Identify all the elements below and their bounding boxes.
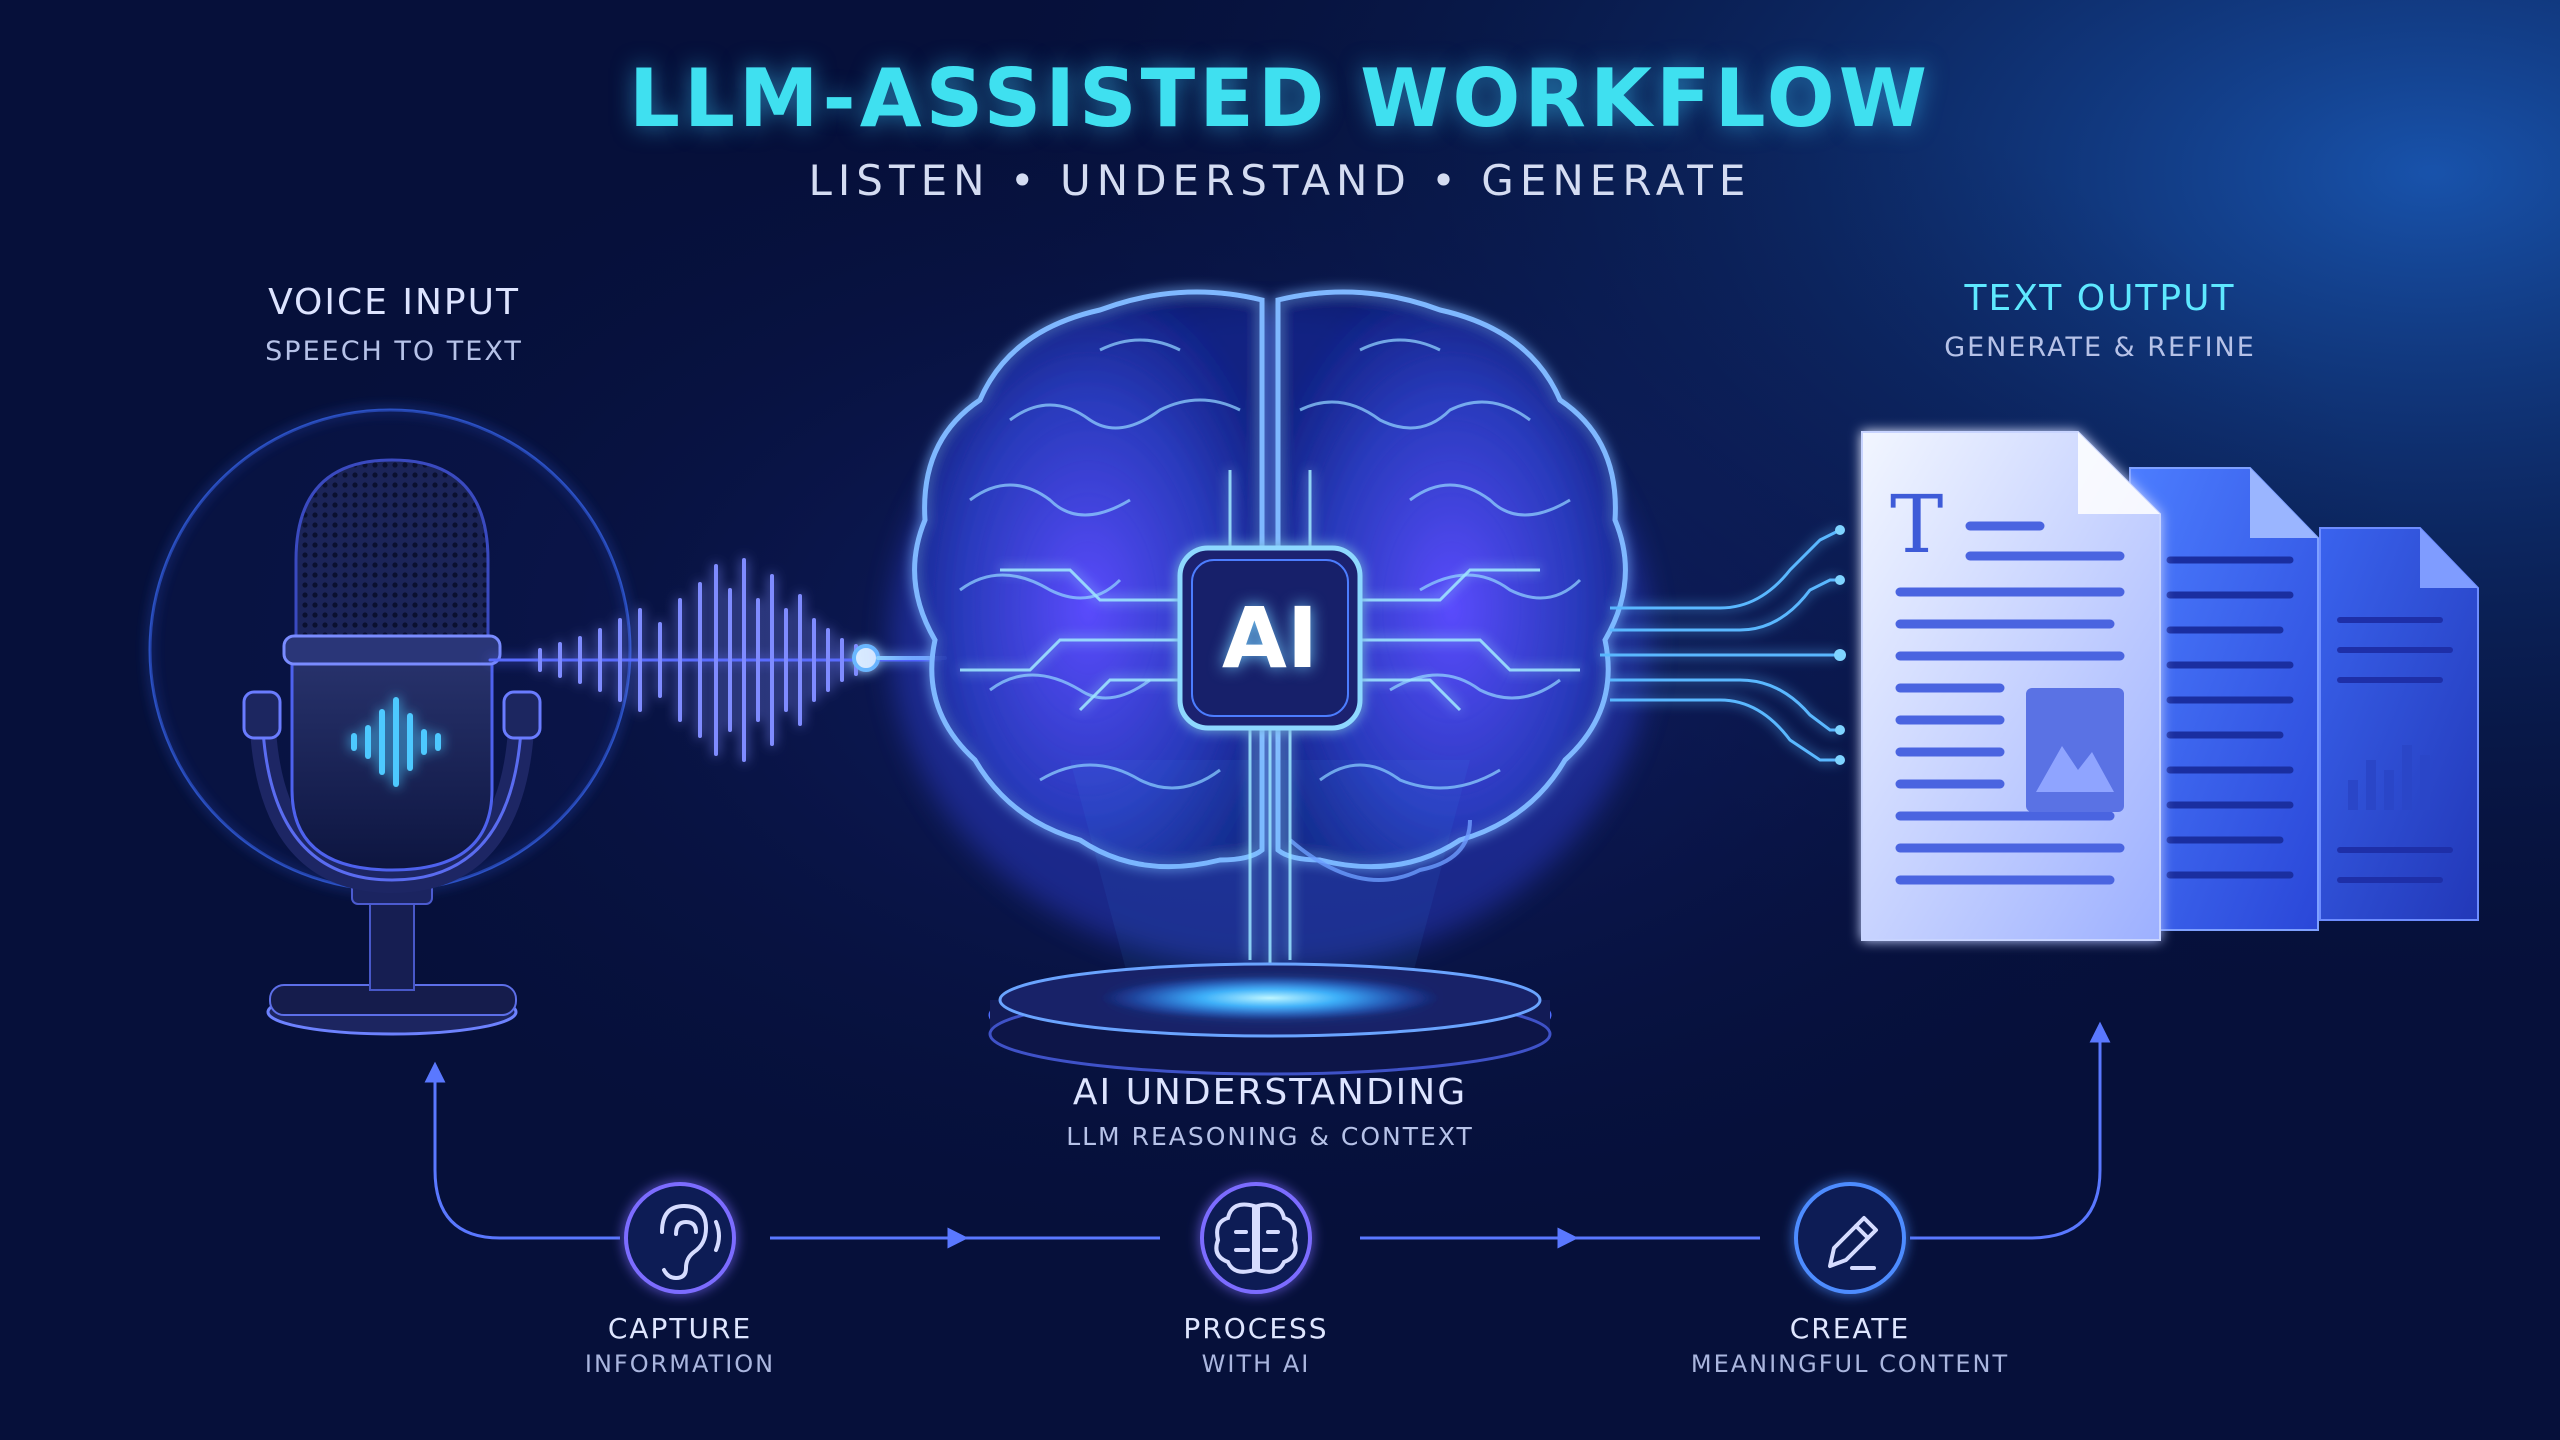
step-process-icon xyxy=(1200,1182,1312,1294)
ai-understanding-subtitle: LLM REASONING & CONTEXT xyxy=(1066,1122,1474,1151)
image-placeholder-icon xyxy=(2026,688,2124,812)
output-connectors xyxy=(1600,528,1841,762)
document-text-glyph: T xyxy=(1890,478,1943,571)
voice-input-title: VOICE INPUT xyxy=(268,282,520,323)
step-capture-title: CAPTURE xyxy=(607,1312,753,1345)
microphone-icon xyxy=(148,408,632,1036)
brain-illustration xyxy=(890,289,1650,990)
document-chart-icon xyxy=(2319,527,2479,921)
ai-understanding-title: AI UNDERSTANDING xyxy=(1072,1072,1468,1113)
brain-icon xyxy=(1214,1202,1298,1274)
step-create-title: CREATE xyxy=(1789,1312,1911,1345)
ai-badge-label: AI xyxy=(1221,589,1319,687)
step-create-subtitle: MEANINGFUL CONTENT xyxy=(1690,1350,2010,1378)
voice-input-subtitle: SPEECH TO TEXT xyxy=(265,336,523,367)
connector-nodes xyxy=(1834,525,1846,765)
text-output-title: TEXT OUTPUT xyxy=(1964,278,2236,319)
hologram-platform xyxy=(988,760,1552,1076)
step-create-icon xyxy=(1794,1182,1906,1294)
step-process-title: PROCESS xyxy=(1183,1312,1329,1345)
ear-icon xyxy=(660,1203,721,1281)
text-output-subtitle: GENERATE & REFINE xyxy=(1944,332,2256,363)
pencil-icon xyxy=(1828,1216,1878,1270)
page-subtitle: LISTEN • UNDERSTAND • GENERATE xyxy=(808,156,1752,205)
step-capture-subtitle: INFORMATION xyxy=(584,1350,776,1378)
bottom-flow-lines xyxy=(424,1021,2111,1249)
document-primary: T xyxy=(1861,431,2161,941)
page-title: LLM-ASSISTED WORKFLOW xyxy=(628,52,1932,145)
document-stack: T xyxy=(1861,431,2479,941)
sound-wave xyxy=(488,558,947,762)
step-process-subtitle: WITH AI xyxy=(1201,1350,1311,1378)
step-capture-icon xyxy=(624,1182,736,1294)
